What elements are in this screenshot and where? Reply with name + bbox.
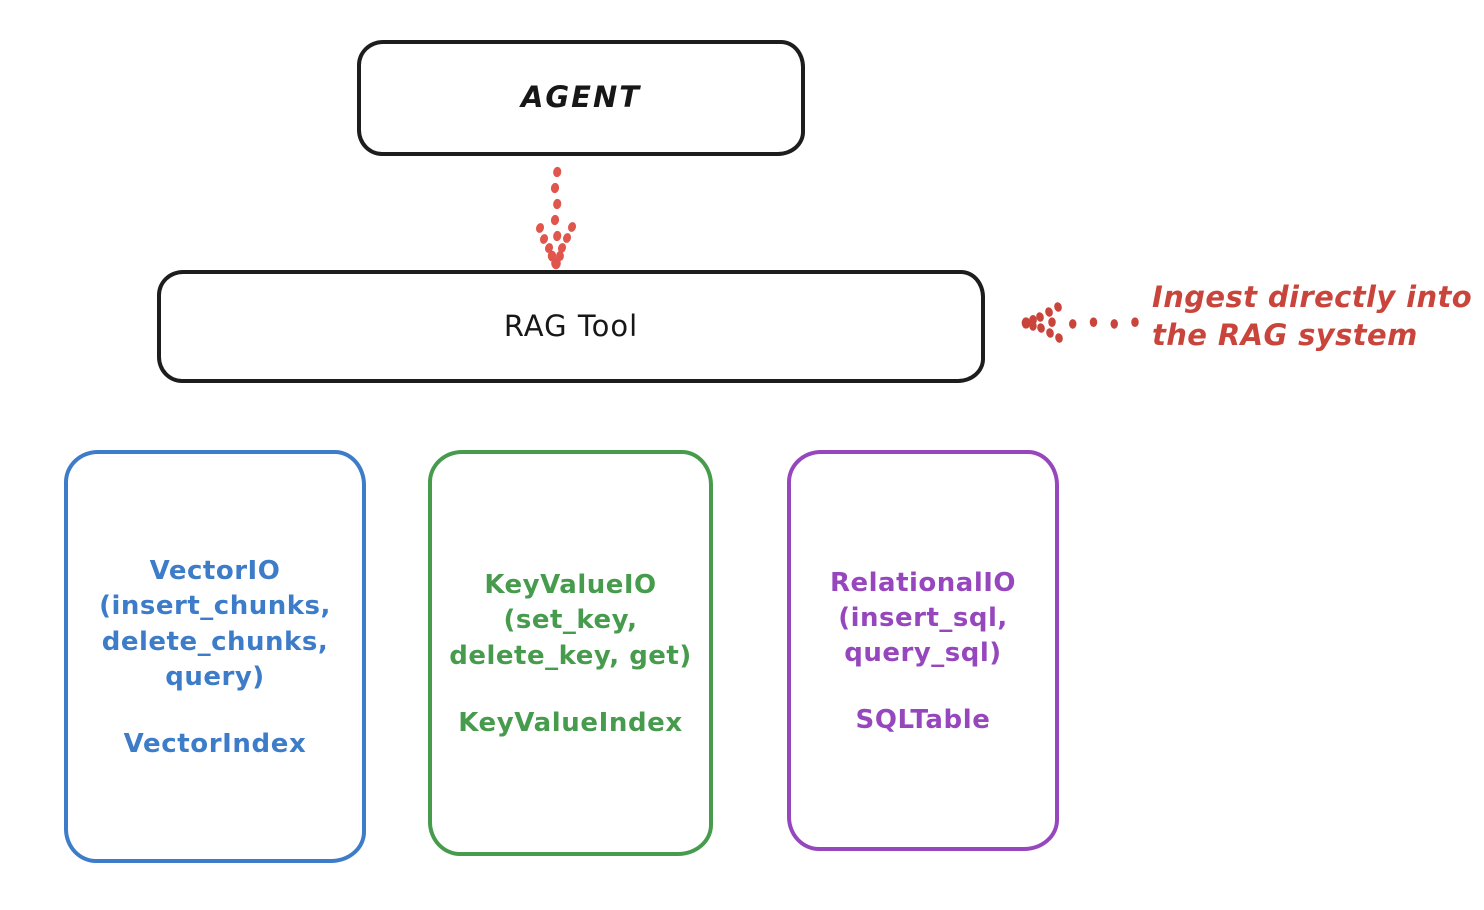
rag-tool-node-label: RAG Tool: [503, 308, 639, 343]
vector-io-node[interactable]: VectorIO (insert_chunks, delete_chunks, …: [64, 450, 366, 863]
agent-to-rag-tool-arrow: [535, 166, 577, 270]
relational-io-node[interactable]: RelationalIO (insert_sql, query_sql) SQL…: [787, 450, 1059, 851]
agent-node-label: AGENT: [520, 80, 642, 115]
sql-table-label: SQLTable: [855, 705, 991, 736]
key-value-io-node[interactable]: KeyValueIO (set_key, delete_key, get) Ke…: [428, 450, 713, 856]
rag-tool-node[interactable]: RAG Tool: [157, 270, 985, 383]
key-value-io-node-label: KeyValueIO (set_key, delete_key, get): [449, 570, 692, 671]
vector-io-node-label: VectorIO (insert_chunks, delete_chunks, …: [99, 556, 331, 692]
ingest-annotation: Ingest directly into the RAG system: [1152, 280, 1473, 353]
vector-index-label: VectorIndex: [123, 728, 307, 759]
ingest-into-rag-arrow: [1021, 302, 1139, 343]
agent-node[interactable]: AGENT: [357, 40, 805, 156]
relational-io-node-label: RelationalIO (insert_sql, query_sql): [829, 567, 1017, 669]
key-value-index-label: KeyValueIndex: [458, 707, 683, 738]
